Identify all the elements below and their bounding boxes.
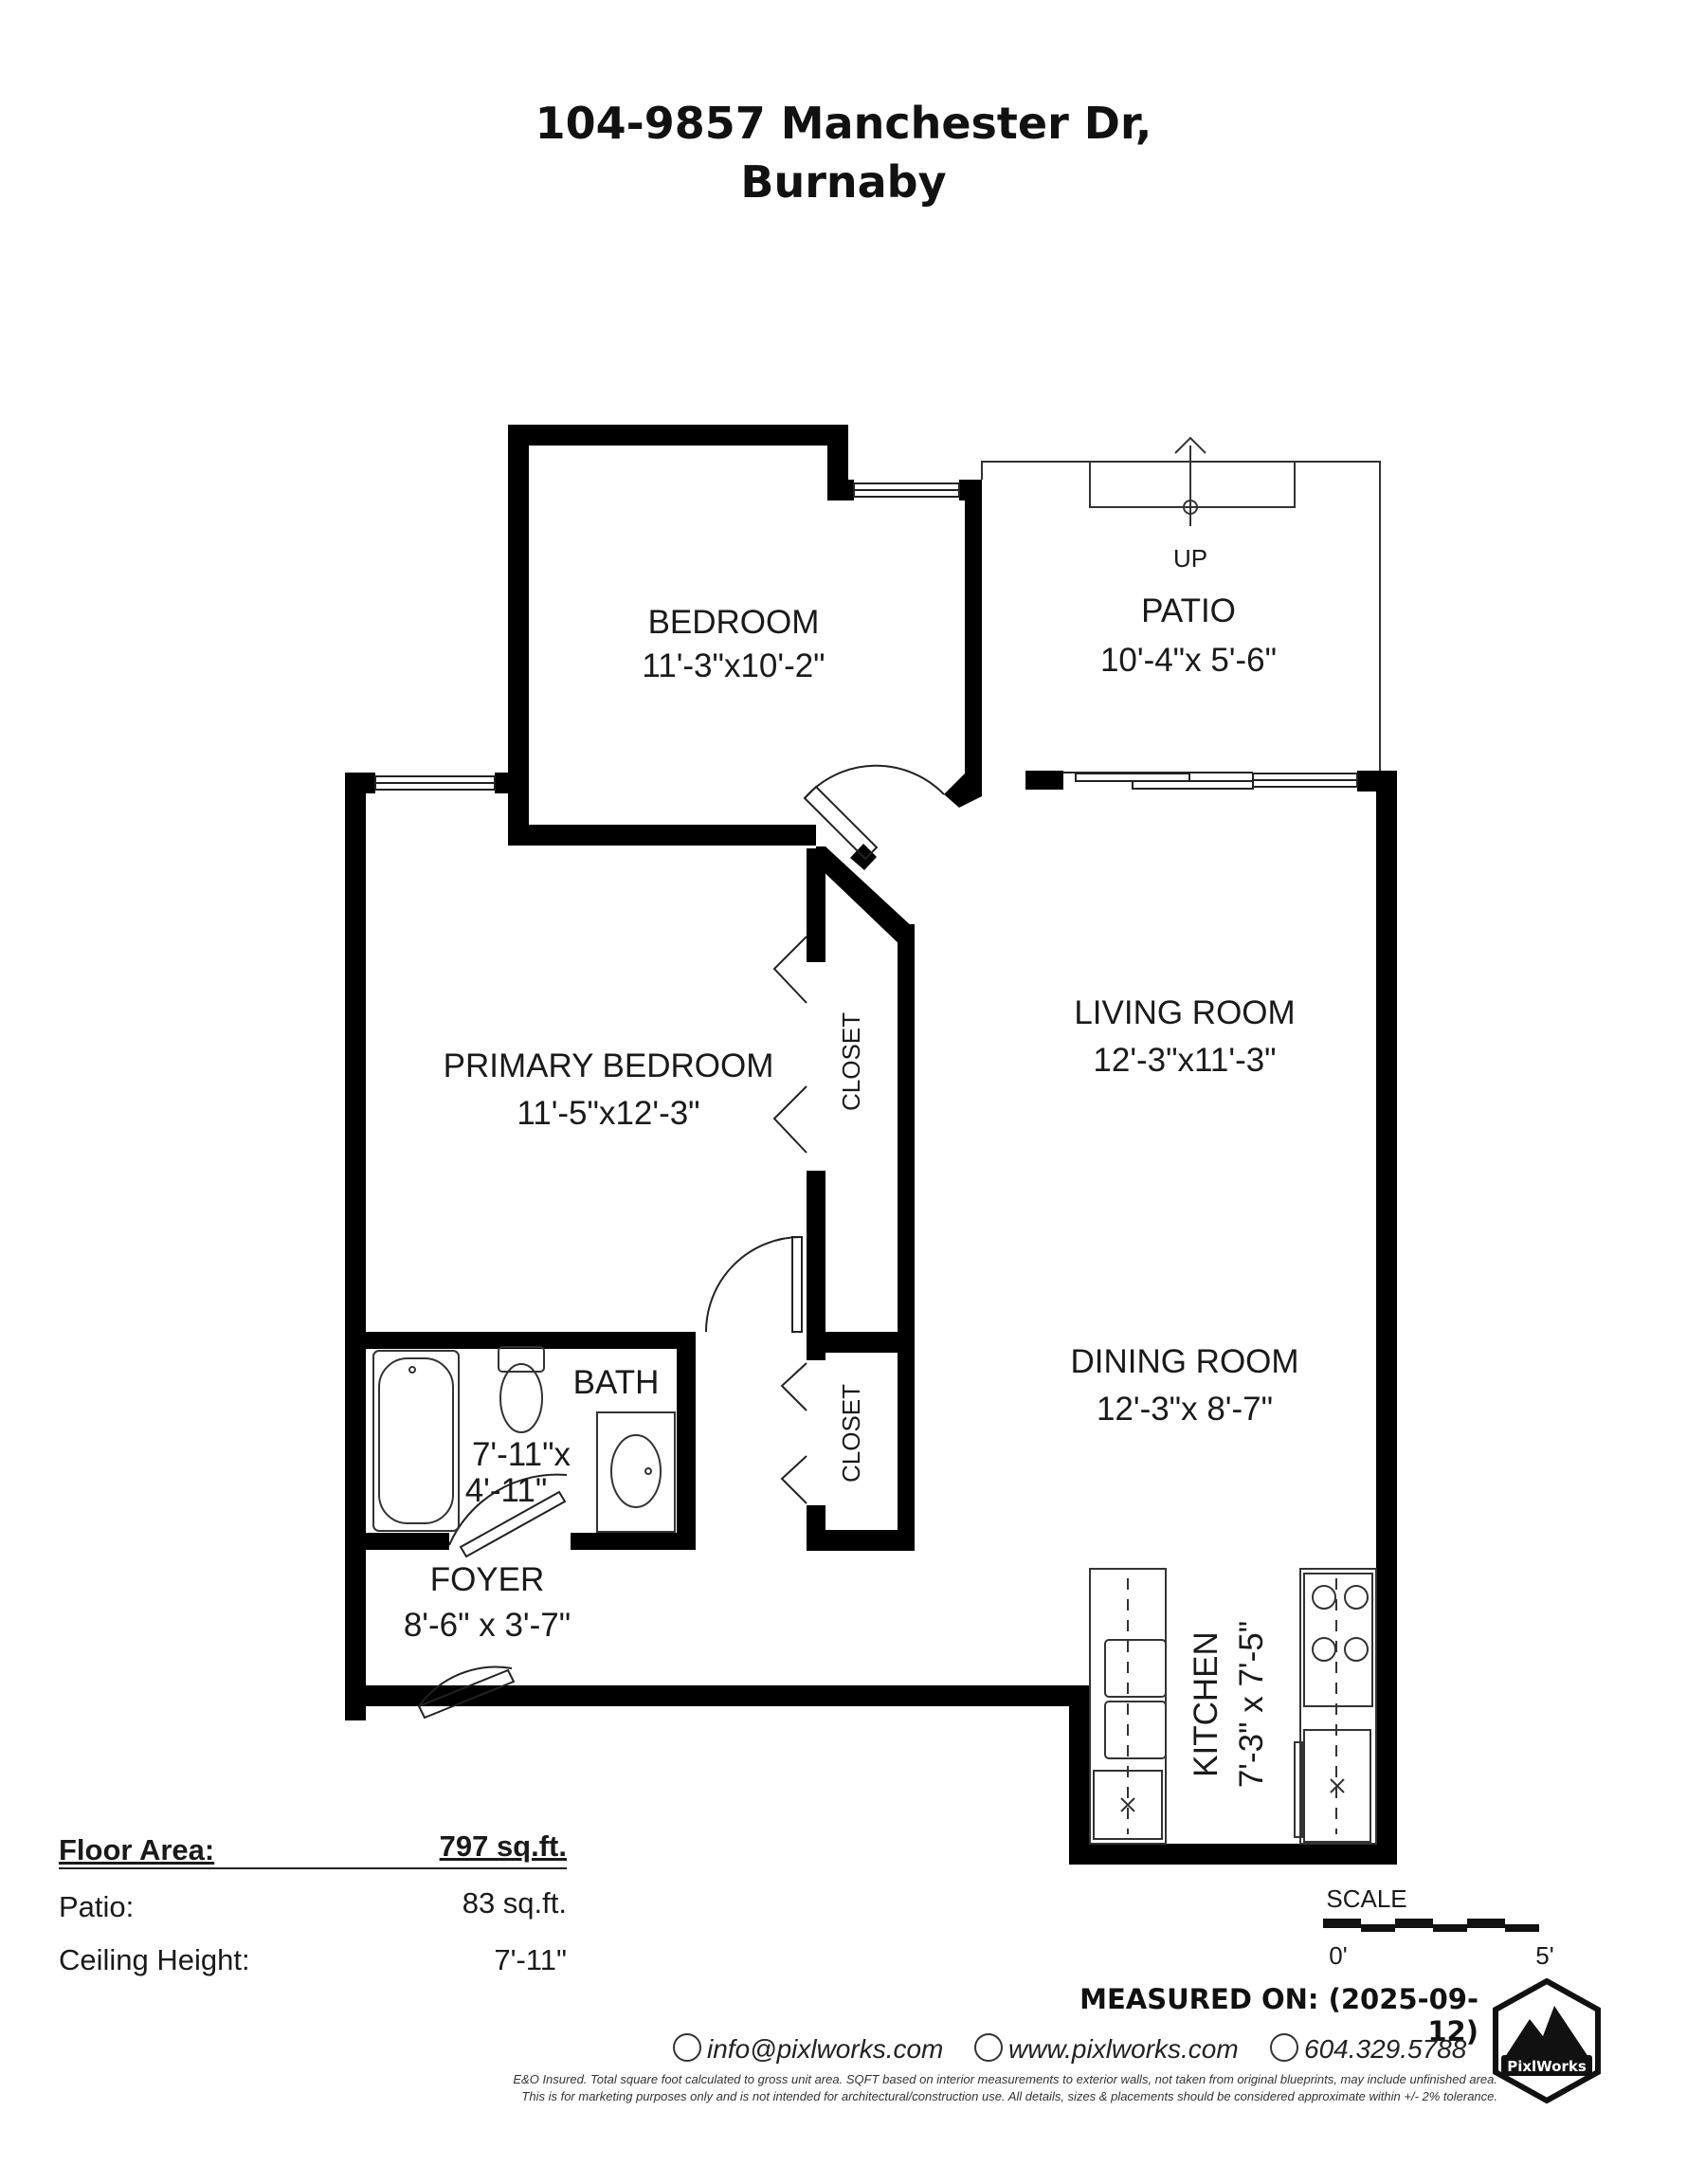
bath-name: BATH xyxy=(573,1364,660,1401)
phone-text: 604.329.5788 xyxy=(1304,2034,1467,2064)
dining-room-name: DINING ROOM xyxy=(1070,1343,1298,1380)
contact-email[interactable]: info@pixlworks.com xyxy=(673,2033,943,2065)
disclaimer-line-2: This is for marketing purposes only and … xyxy=(521,2089,1497,2103)
kitchen-name: KITCHEN xyxy=(1188,1631,1224,1777)
bath-dims-2: 4'-11" xyxy=(465,1472,548,1509)
web-text: www.pixlworks.com xyxy=(1008,2034,1239,2064)
disclaimer-line-1: E&O Insured. Total square foot calculate… xyxy=(513,2072,1497,2086)
foyer-name: FOYER xyxy=(430,1561,545,1598)
patio-area-label: Patio: xyxy=(59,1890,135,1923)
scale-bar: SCALE 0' 5' xyxy=(1323,1884,1554,1970)
living-room-name: LIVING ROOM xyxy=(1074,994,1295,1031)
scale-end: 5' xyxy=(1535,1941,1553,1970)
bedroom-name: BEDROOM xyxy=(648,604,820,641)
walls xyxy=(345,425,1397,1865)
scale-start: 0' xyxy=(1329,1941,1347,1970)
bath-dims-1: 7'-11"x xyxy=(472,1436,571,1473)
windows xyxy=(374,482,1358,791)
primary-bedroom-name: PRIMARY BEDROOM xyxy=(444,1047,774,1084)
floor-area-value: 797 sq.ft. xyxy=(439,1829,567,1863)
address-line-1: 104-9857 Manchester Dr, xyxy=(535,98,1152,149)
kitchen-dims: 7'-3" x 7'-5" xyxy=(1233,1621,1270,1788)
pixlworks-logo: PixlWorks xyxy=(1493,1977,1601,2104)
closet-label-1: CLOSET xyxy=(837,1012,865,1111)
living-room-dims: 12'-3"x11'-3" xyxy=(1093,1042,1276,1079)
phone-icon xyxy=(1270,2033,1298,2062)
stair-up-label: UP xyxy=(1173,544,1207,573)
primary-bedroom-dims: 11'-5"x12'-3" xyxy=(517,1095,699,1132)
contact-web[interactable]: www.pixlworks.com xyxy=(974,2033,1239,2065)
scale-label: SCALE xyxy=(1326,1884,1406,1913)
dining-room-dims: 12'-3"x 8'-7" xyxy=(1097,1391,1273,1428)
email-icon xyxy=(673,2033,701,2062)
address-line-2: Burnaby xyxy=(740,156,947,208)
kitchen-fixtures xyxy=(1089,1568,1377,1845)
patio-area-value: 83 sq.ft. xyxy=(462,1886,567,1920)
doors xyxy=(417,764,945,1720)
patio-dims: 10'-4"x 5'-6" xyxy=(1100,642,1277,679)
floor-area-rule xyxy=(59,1867,567,1869)
measured-on: MEASURED ON: (2025-09-12) xyxy=(1079,1983,1478,2048)
email-text: info@pixlworks.com xyxy=(707,2034,944,2064)
ceiling-height-value: 7'-11" xyxy=(494,1943,567,1976)
patio-outline xyxy=(981,436,1381,771)
patio-name: PATIO xyxy=(1141,592,1236,629)
bedroom-dims: 11'-3"x10'-2" xyxy=(642,647,825,684)
foyer-dims: 8'-6" x 3'-7" xyxy=(404,1607,571,1644)
contact-phone[interactable]: 604.329.5788 xyxy=(1270,2033,1466,2065)
logo-text: PixlWorks xyxy=(1507,2058,1587,2075)
bath-fixtures xyxy=(372,1346,676,1533)
floor-area-label: Floor Area: xyxy=(59,1833,215,1866)
closet-label-2: CLOSET xyxy=(837,1384,865,1483)
ceiling-height-label: Ceiling Height: xyxy=(59,1943,250,1976)
globe-icon xyxy=(974,2033,1003,2062)
